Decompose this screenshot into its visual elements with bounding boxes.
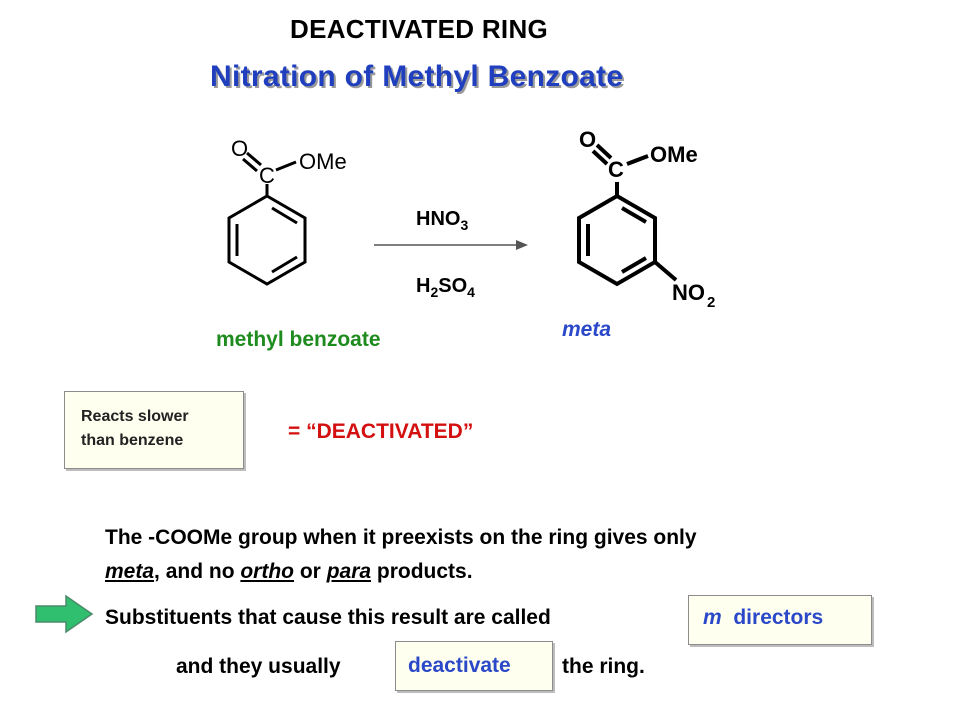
section-title: DEACTIVATED RING: [290, 14, 549, 44]
reactant-structure: [227, 151, 307, 286]
reaction-title: Nitration of Methyl Benzoate: [210, 60, 624, 93]
product-position-label: meta: [562, 318, 612, 341]
para-term: para: [326, 560, 372, 583]
paragraph-line4-start: and they usually: [176, 655, 341, 678]
m-italic: m: [703, 606, 722, 629]
paragraph-line4-end: the ring.: [562, 655, 645, 678]
deactivate-box: deactivate: [395, 641, 553, 691]
product-carbon: C: [608, 157, 624, 182]
deactivated-label: = “DEACTIVATED”: [288, 420, 474, 443]
paragraph-line2: meta, and no ortho or para products.: [105, 560, 473, 583]
reactant-ome: OMe: [299, 149, 347, 174]
meta-term: meta: [105, 560, 155, 583]
product-structure: [577, 143, 678, 287]
rate-note-line1: Reacts slower: [81, 408, 189, 425]
product-ome: OMe: [650, 142, 698, 167]
paragraph-line1: The -COOMe group when it preexists on th…: [105, 526, 697, 549]
reactant-oxygen: O: [231, 136, 248, 161]
rate-note-box: Reacts slower than benzene: [64, 391, 244, 469]
directors-term: directors: [733, 606, 824, 629]
m-directors-box: m directors: [688, 595, 872, 645]
rate-note-line2: than benzene: [81, 432, 184, 449]
ortho-term: ortho: [240, 560, 295, 583]
green-arrow-icon: [35, 594, 94, 634]
product-oxygen: O: [579, 127, 596, 152]
deactivate-term: deactivate: [408, 654, 511, 677]
reactant-name: methyl benzoate: [216, 328, 381, 351]
reagent-h2so4: H2SO4: [416, 275, 475, 300]
paragraph-line3: Substituents that cause this result are …: [105, 606, 551, 629]
reaction-arrow: [374, 240, 528, 250]
reactant-carbon: C: [259, 163, 275, 188]
reagent-hno3: HNO3: [416, 208, 468, 233]
